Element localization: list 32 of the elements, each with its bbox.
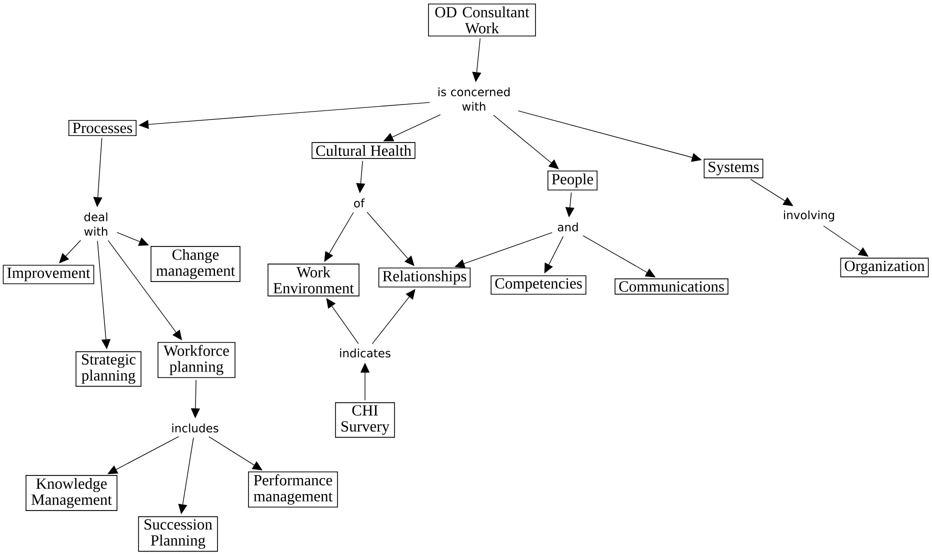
linking-phrase: and — [558, 222, 578, 232]
linking-phrase: of — [354, 198, 365, 208]
concept-box: OD Consultant Work — [428, 4, 536, 36]
concept-box: Cultural Health — [312, 142, 416, 159]
arrow — [326, 298, 359, 344]
concept-box: Work Environment — [268, 264, 360, 296]
arrow — [108, 240, 182, 340]
concept-box: Knowledge Management — [26, 475, 118, 511]
linking-phrase: involving — [784, 210, 834, 222]
concept-box: CHI Survery — [335, 402, 395, 438]
concept-box: Processes — [68, 120, 137, 136]
concept-box: Performance management — [248, 471, 338, 508]
linking-phrase: indicates — [340, 348, 390, 358]
arrow — [750, 178, 794, 206]
concept-box: Workforce planning — [158, 342, 236, 378]
concept-box: Improvement — [2, 264, 94, 284]
arrow — [372, 289, 416, 344]
concept-box: People — [548, 170, 598, 190]
concept-box: Change management — [150, 246, 240, 282]
concept-box: Strategic planning — [76, 351, 142, 387]
concept-box: Competencies — [490, 275, 586, 295]
arrow — [324, 212, 354, 262]
concept-box: Systems — [704, 158, 764, 178]
concept-box: Communications — [614, 278, 728, 295]
linking-phrase: deal with — [84, 212, 108, 236]
concept-box: Organization — [840, 258, 929, 278]
concept-box: Relationships — [378, 268, 471, 288]
concept-box: Succession Planning — [138, 516, 218, 552]
linking-phrase: includes — [172, 424, 218, 432]
linking-phrase: is concerned with — [438, 87, 510, 111]
arrow — [493, 114, 559, 170]
arrow — [116, 232, 149, 246]
